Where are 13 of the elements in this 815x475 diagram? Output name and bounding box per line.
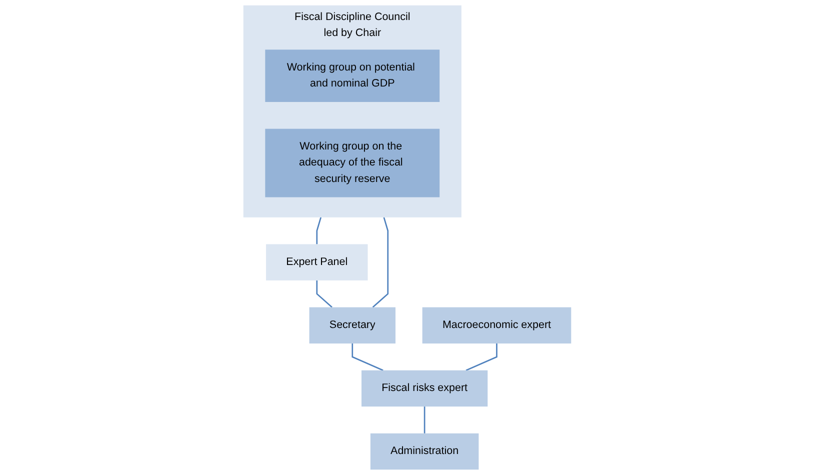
connector <box>424 406 426 434</box>
connector <box>316 217 322 244</box>
connector <box>316 280 333 308</box>
connector <box>372 217 389 308</box>
node-box: Working group on potential and nominal GDP <box>265 50 440 102</box>
node-box: Macroeconomic expert <box>422 307 572 344</box>
node-box: Fiscal risks expert <box>362 370 488 407</box>
connector <box>466 344 498 371</box>
node-box: Expert Panel <box>266 244 368 280</box>
node-box: Working group on the adequacy of the fiscal security reserve <box>265 128 440 198</box>
node-box: Administration <box>370 433 479 470</box>
node-box: Secretary <box>310 307 396 344</box>
connector <box>352 344 384 371</box>
